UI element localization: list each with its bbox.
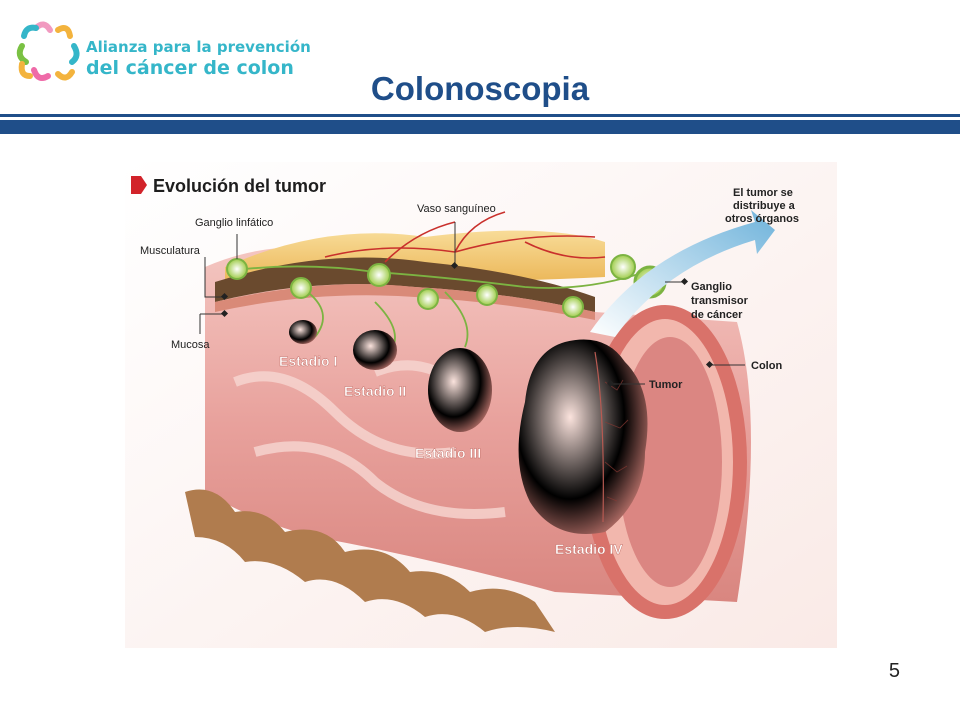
diagram-heading: Evolución del tumor (153, 176, 326, 196)
label-distribuye-3: otros órganos (725, 213, 799, 225)
page-number: 5 (888, 660, 900, 682)
label-ganglio-linfatico: Ganglio linfático (195, 217, 273, 229)
label-estadio-3: Estadio III (415, 445, 481, 461)
label-mucosa: Mucosa (171, 339, 210, 351)
label-distribuye-2: distribuye a (733, 200, 796, 212)
tumor-stage-1 (289, 320, 317, 344)
metastasis-arrow (590, 210, 775, 337)
label-ganglio-transmisor-2: transmisor (691, 295, 749, 307)
tumor-stages (289, 320, 648, 534)
heading-marker-icon (131, 176, 147, 194)
logo-line-2: del cáncer de colon (86, 57, 294, 79)
label-estadio-4: Estadio IV (555, 541, 623, 557)
logo-line-1: Alianza para la prevención (86, 38, 311, 56)
label-ganglio-transmisor-3: de cáncer (691, 309, 743, 321)
header-rule-thin (0, 114, 960, 117)
musculature-layer (215, 257, 595, 312)
label-distribuye-1: El tumor se (733, 187, 793, 199)
logo-text: Alianza para la prevención del cáncer de… (86, 38, 311, 79)
label-vaso-sanguineo: Vaso sanguíneo (417, 203, 496, 215)
logo-icon (16, 21, 80, 81)
colon-outer-wall (185, 489, 555, 632)
tumor-stage-3 (428, 348, 492, 432)
tumor-evolution-diagram: Evolución del tumor (125, 162, 837, 648)
label-estadio-2: Estadio II (344, 383, 406, 399)
alliance-logo (14, 18, 264, 88)
label-ganglio-transmisor-1: Ganglio (691, 281, 732, 293)
tumor-stage-2 (353, 330, 397, 370)
label-tumor: Tumor (649, 379, 683, 391)
tumor-stage-4 (518, 339, 648, 534)
slide-title: Colonoscopia (370, 70, 590, 107)
label-musculatura: Musculatura (140, 245, 201, 257)
label-colon: Colon (751, 360, 782, 372)
header-rule-thick (0, 120, 960, 134)
label-estadio-1: Estadio I (279, 353, 337, 369)
